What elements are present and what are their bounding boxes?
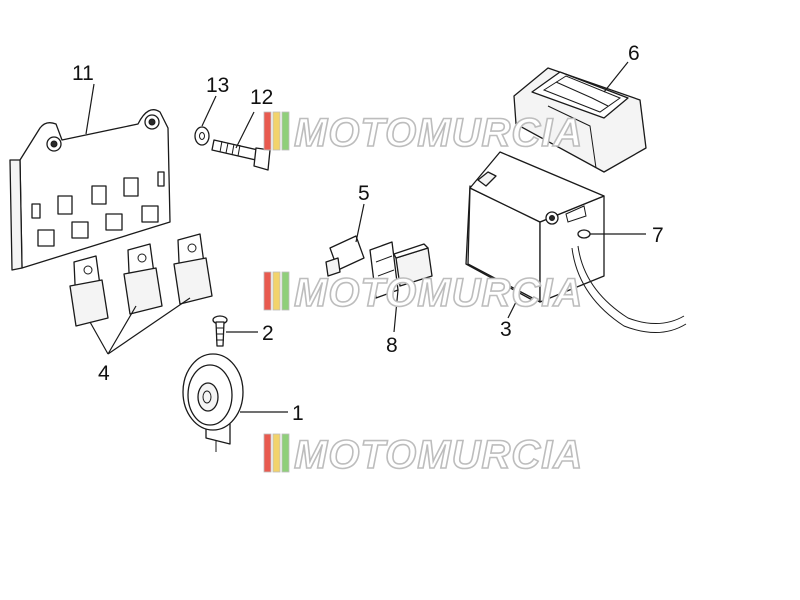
callout-3: 3: [500, 318, 512, 341]
connector-bracket-icon: [325, 235, 365, 277]
vent-tube-icon: [571, 229, 687, 334]
callout-6: 6: [628, 42, 640, 65]
watermark: MOTOMURCIA: [263, 270, 583, 316]
bolt-icon: [212, 315, 228, 347]
relay-plate-icon: [9, 109, 171, 271]
watermark-text: MOTOMURCIA: [294, 111, 583, 155]
watermark: MOTOMURCIA: [263, 110, 583, 156]
callout-8: 8: [386, 334, 398, 357]
relay-icon: [69, 255, 109, 327]
callout-1: 1: [292, 402, 304, 425]
callout-labels: 11 13 12 4 2 1 5 8 3 6 7: [72, 42, 664, 425]
leader-lines: [85, 61, 646, 413]
relay-icon: [173, 233, 213, 305]
watermark: MOTOMURCIA: [263, 432, 583, 478]
fuse-holder-icon: [369, 241, 433, 299]
watermark-text: MOTOMURCIA: [294, 433, 583, 477]
callout-2: 2: [262, 322, 274, 345]
washer-icon: [194, 126, 210, 146]
callout-13: 13: [206, 74, 229, 97]
callout-11: 11: [72, 62, 94, 85]
callout-7: 7: [652, 224, 664, 247]
relay-icon: [123, 243, 163, 315]
callout-5: 5: [358, 182, 370, 205]
bolt-icon: [211, 139, 271, 171]
watermark-text: MOTOMURCIA: [294, 271, 583, 315]
callout-12: 12: [250, 86, 273, 109]
battery-cover-icon: [513, 67, 647, 173]
callout-4: 4: [98, 362, 110, 385]
horn-icon: [182, 353, 244, 452]
